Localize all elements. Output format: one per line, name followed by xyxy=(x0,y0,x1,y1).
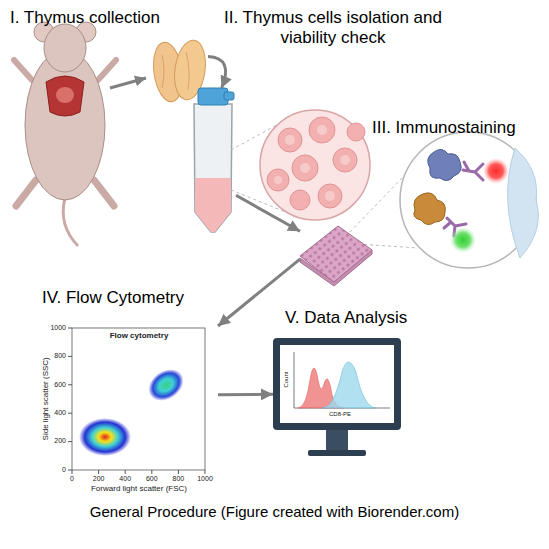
flow-arrow xyxy=(218,393,273,397)
axis-label: 600 xyxy=(137,475,167,483)
well-plate xyxy=(300,226,372,286)
axis-label: 800 xyxy=(42,352,66,360)
step-heading: II. Thymus cells isolation and viability… xyxy=(215,8,451,49)
figure-caption: General Procedure (Figure created with B… xyxy=(0,503,549,521)
axis-label: 1000 xyxy=(42,324,66,332)
axis-label: 800 xyxy=(163,475,193,483)
axis-label: 400 xyxy=(42,409,66,417)
cell-zoom xyxy=(260,110,370,220)
axis-label: 0 xyxy=(42,466,66,474)
process-step: I. Thymus collection xyxy=(150,38,208,100)
axis-label: 200 xyxy=(42,437,66,445)
step-heading: V. Data Analysis xyxy=(285,308,485,328)
computer-monitor xyxy=(273,338,401,456)
step-heading: IV. Flow Cytometry xyxy=(42,288,242,308)
antibody-zoom xyxy=(400,132,538,268)
step-heading: I. Thymus collection xyxy=(10,8,210,28)
axis-label: 0 xyxy=(57,475,87,483)
process-step: III. Immunostaining xyxy=(300,222,372,284)
axis-label: Count xyxy=(283,360,290,400)
axis-label: Side light scatter (SSC) xyxy=(41,334,51,464)
axis-label: Forward light scatter (FSC) xyxy=(59,484,219,494)
conical-tube xyxy=(194,88,234,232)
axis-label: CD8-PE xyxy=(315,411,365,418)
flow-arrow xyxy=(218,259,300,326)
process-step: II. Thymus cells isolation and viability… xyxy=(188,88,236,233)
axis-label: 600 xyxy=(42,381,66,389)
axis-label: Flow cytometry xyxy=(84,331,194,341)
axis-label: 400 xyxy=(110,475,140,483)
flow-arrow xyxy=(236,195,300,231)
process-step: IV. Flow Cytometry xyxy=(28,318,218,478)
axis-label: 200 xyxy=(84,475,114,483)
mouse xyxy=(14,22,116,246)
flow-arrow xyxy=(208,57,226,88)
axis-label: 1000 xyxy=(190,475,220,483)
process-step: V. Data Analysis xyxy=(273,338,401,463)
scatter-plot xyxy=(68,328,205,474)
step-heading: III. Immunostaining xyxy=(372,118,547,138)
